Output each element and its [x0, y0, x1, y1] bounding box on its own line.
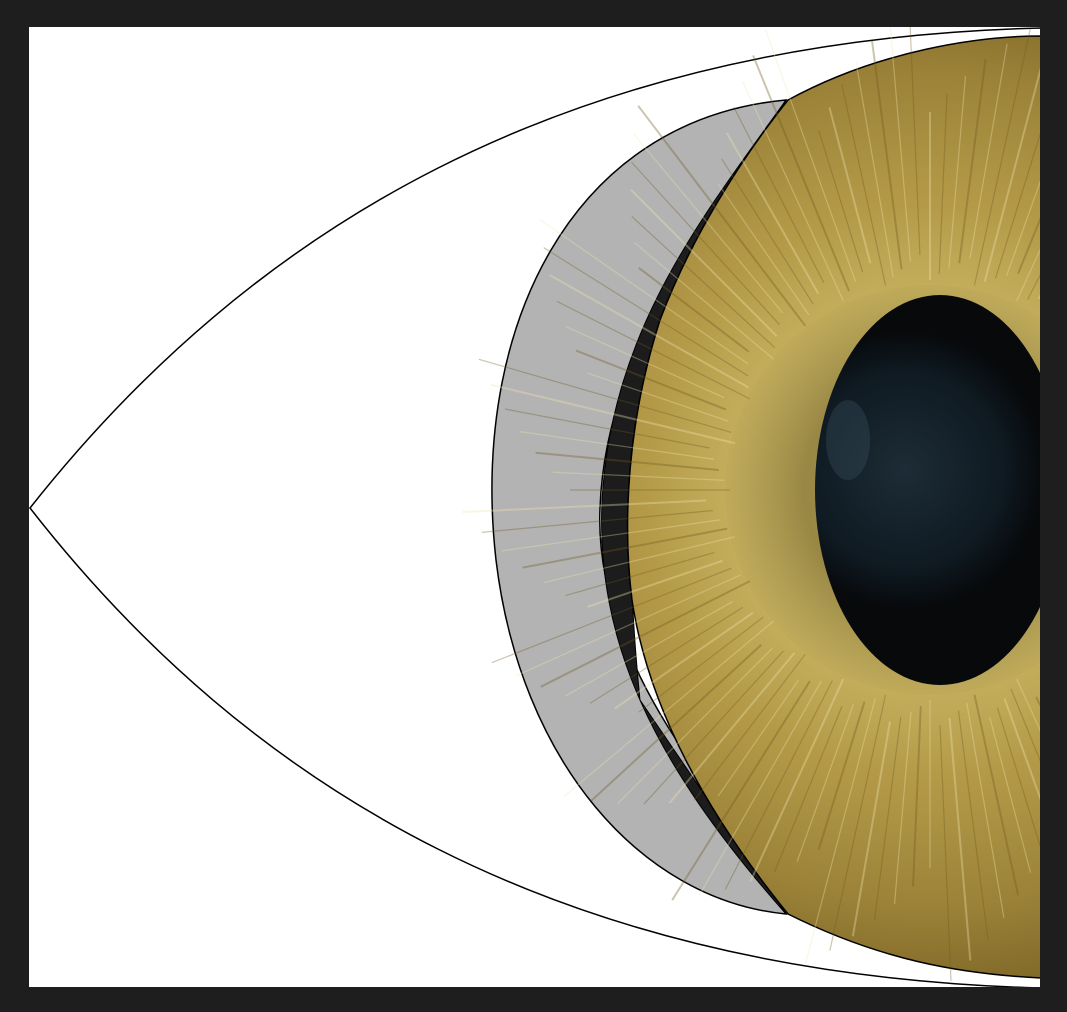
iris-fibre [1042, 686, 1067, 846]
iris-fibre [1050, 80, 1067, 299]
pupil-highlight [826, 400, 870, 480]
iris-fibre [1051, 665, 1067, 796]
iris-fibre [1039, 84, 1067, 299]
iris-fibre [1047, 676, 1067, 821]
iris-fibre [1062, 184, 1067, 300]
iris-fibre [1055, 654, 1067, 874]
pupil-icon [815, 295, 1065, 685]
iris-fibre [1055, 180, 1067, 326]
